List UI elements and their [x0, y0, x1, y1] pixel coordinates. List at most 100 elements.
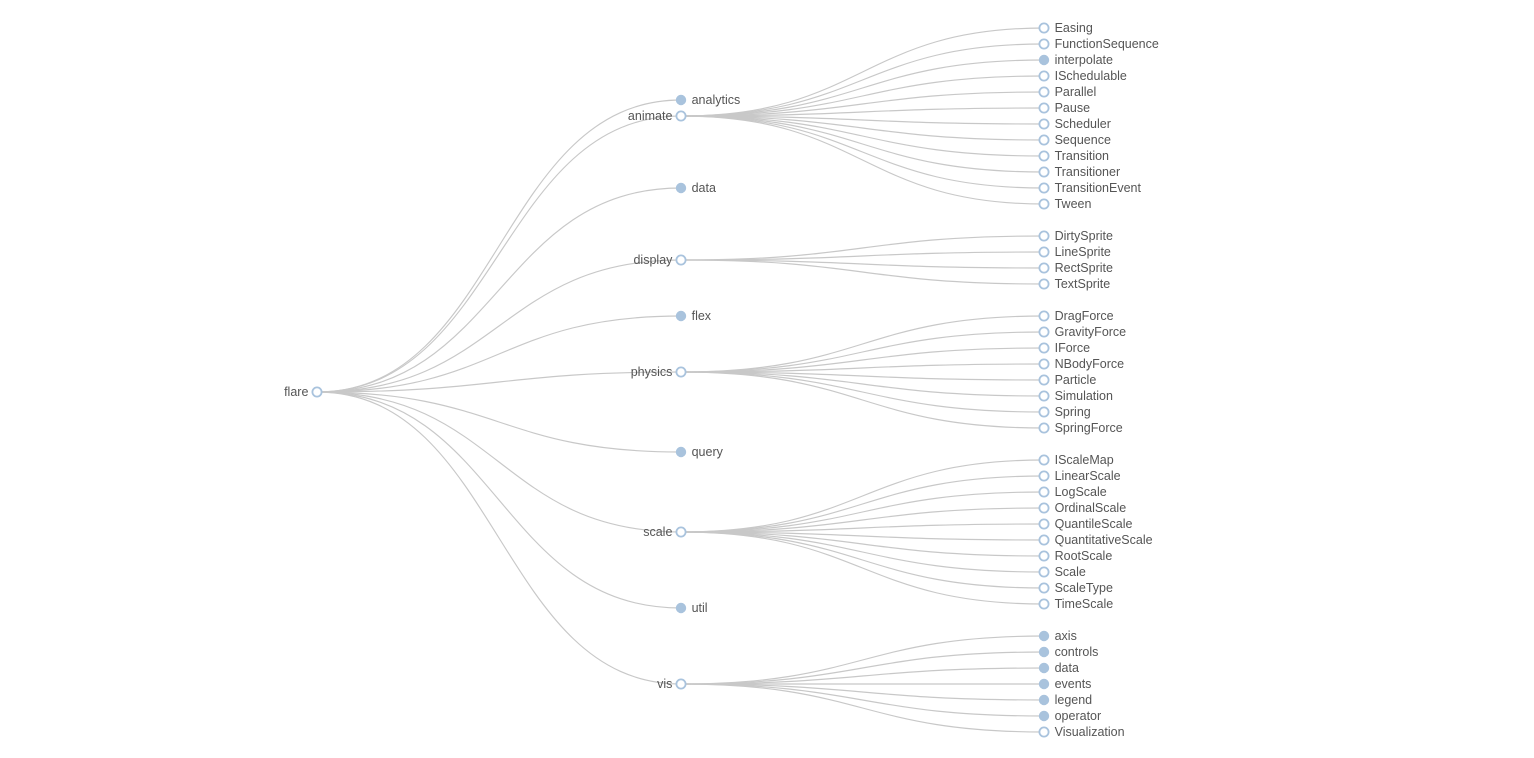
node-expanded-icon[interactable] — [675, 110, 687, 122]
tree-node-parallel[interactable]: Parallel — [1038, 85, 1096, 99]
node-expanded-icon[interactable] — [1038, 390, 1050, 402]
tree-node-display[interactable]: display — [633, 253, 687, 267]
node-expanded-icon[interactable] — [1038, 502, 1050, 514]
tree-node-textsprite[interactable]: TextSprite — [1038, 277, 1110, 291]
node-collapsed-icon[interactable] — [1038, 646, 1050, 658]
node-collapsed-icon[interactable] — [675, 602, 687, 614]
node-expanded-icon[interactable] — [1038, 566, 1050, 578]
node-expanded-icon[interactable] — [1038, 278, 1050, 290]
tree-node-flex[interactable]: flex — [675, 309, 712, 323]
node-expanded-icon[interactable] — [1038, 310, 1050, 322]
node-expanded-icon[interactable] — [1038, 422, 1050, 434]
node-expanded-icon[interactable] — [1038, 70, 1050, 82]
node-expanded-icon[interactable] — [1038, 166, 1050, 178]
node-expanded-icon[interactable] — [1038, 534, 1050, 546]
tree-node-vis-data[interactable]: data — [1038, 661, 1079, 675]
node-expanded-icon[interactable] — [1038, 358, 1050, 370]
tree-node-tween[interactable]: Tween — [1038, 197, 1091, 211]
node-expanded-icon[interactable] — [1038, 262, 1050, 274]
tree-node-iforce[interactable]: IForce — [1038, 341, 1090, 355]
tree-node-quantitativescale[interactable]: QuantitativeScale — [1038, 533, 1153, 547]
node-expanded-icon[interactable] — [1038, 470, 1050, 482]
node-expanded-icon[interactable] — [1038, 198, 1050, 210]
tree-node-interpolate[interactable]: interpolate — [1038, 53, 1113, 67]
tree-node-gravityforce[interactable]: GravityForce — [1038, 325, 1126, 339]
node-expanded-icon[interactable] — [1038, 582, 1050, 594]
tree-node-scale[interactable]: scale — [643, 525, 687, 539]
tree-node-physics[interactable]: physics — [631, 365, 687, 379]
tree-node-linesprite[interactable]: LineSprite — [1038, 245, 1111, 259]
tree-node-animate[interactable]: animate — [628, 109, 687, 123]
node-expanded-icon[interactable] — [1038, 86, 1050, 98]
tree-node-iscalemap[interactable]: IScaleMap — [1038, 453, 1114, 467]
tree-node-dirtysprite[interactable]: DirtySprite — [1038, 229, 1113, 243]
node-collapsed-icon[interactable] — [1038, 54, 1050, 66]
tree-node-ordinalscale[interactable]: OrdinalScale — [1038, 501, 1126, 515]
tree-node-transitioner[interactable]: Transitioner — [1038, 165, 1120, 179]
node-expanded-icon[interactable] — [1038, 22, 1050, 34]
tree-node-particle[interactable]: Particle — [1038, 373, 1096, 387]
tree-node-easing[interactable]: Easing — [1038, 21, 1093, 35]
tree-node-dragforce[interactable]: DragForce — [1038, 309, 1114, 323]
node-expanded-icon[interactable] — [675, 254, 687, 266]
tree-node-flare[interactable]: flare — [284, 385, 323, 399]
tree-node-functionsequence[interactable]: FunctionSequence — [1038, 37, 1159, 51]
tree-node-rectsprite[interactable]: RectSprite — [1038, 261, 1113, 275]
tree-node-ischedulable[interactable]: ISchedulable — [1038, 69, 1127, 83]
node-expanded-icon[interactable] — [1038, 134, 1050, 146]
node-expanded-icon[interactable] — [1038, 454, 1050, 466]
tree-node-springforce[interactable]: SpringForce — [1038, 421, 1123, 435]
tree-node-logscale[interactable]: LogScale — [1038, 485, 1107, 499]
tree-node-visualization[interactable]: Visualization — [1038, 725, 1125, 739]
node-expanded-icon[interactable] — [675, 526, 687, 538]
tree-node-sequence[interactable]: Sequence — [1038, 133, 1111, 147]
tree-node-events[interactable]: events — [1038, 677, 1091, 691]
node-collapsed-icon[interactable] — [675, 310, 687, 322]
tree-node-vis[interactable]: vis — [657, 677, 687, 691]
tree-node-transitionevent[interactable]: TransitionEvent — [1038, 181, 1142, 195]
tree-node-query[interactable]: query — [675, 445, 724, 459]
tree-node-analytics[interactable]: analytics — [675, 93, 740, 107]
tree-node-scheduler[interactable]: Scheduler — [1038, 117, 1111, 131]
node-expanded-icon[interactable] — [1038, 182, 1050, 194]
tree-node-scaletype[interactable]: ScaleType — [1038, 581, 1113, 595]
tree-node-rootscale[interactable]: RootScale — [1038, 549, 1112, 563]
tree-node-spring[interactable]: Spring — [1038, 405, 1091, 419]
node-expanded-icon[interactable] — [1038, 726, 1050, 738]
node-expanded-icon[interactable] — [1038, 342, 1050, 354]
tree-node-pause[interactable]: Pause — [1038, 101, 1090, 115]
node-collapsed-icon[interactable] — [675, 182, 687, 194]
node-collapsed-icon[interactable] — [675, 94, 687, 106]
node-expanded-icon[interactable] — [1038, 230, 1050, 242]
tree-node-transition[interactable]: Transition — [1038, 149, 1109, 163]
node-expanded-icon[interactable] — [1038, 38, 1050, 50]
node-expanded-icon[interactable] — [1038, 150, 1050, 162]
node-collapsed-icon[interactable] — [675, 446, 687, 458]
node-expanded-icon[interactable] — [1038, 374, 1050, 386]
node-expanded-icon[interactable] — [1038, 102, 1050, 114]
tree-node-nbodyforce[interactable]: NBodyForce — [1038, 357, 1124, 371]
tree-node-linearscale[interactable]: LinearScale — [1038, 469, 1121, 483]
tree-node-timescale[interactable]: TimeScale — [1038, 597, 1113, 611]
node-collapsed-icon[interactable] — [1038, 630, 1050, 642]
node-collapsed-icon[interactable] — [1038, 678, 1050, 690]
node-expanded-icon[interactable] — [1038, 406, 1050, 418]
tree-node-controls[interactable]: controls — [1038, 645, 1098, 659]
node-expanded-icon[interactable] — [1038, 246, 1050, 258]
node-expanded-icon[interactable] — [1038, 118, 1050, 130]
node-expanded-icon[interactable] — [1038, 598, 1050, 610]
tree-node-axis[interactable]: axis — [1038, 629, 1077, 643]
node-expanded-icon[interactable] — [675, 678, 687, 690]
node-expanded-icon[interactable] — [1038, 326, 1050, 338]
tree-node-scale[interactable]: Scale — [1038, 565, 1086, 579]
node-collapsed-icon[interactable] — [1038, 710, 1050, 722]
node-expanded-icon[interactable] — [1038, 486, 1050, 498]
tree-node-legend[interactable]: legend — [1038, 693, 1092, 707]
tree-node-operator[interactable]: operator — [1038, 709, 1101, 723]
tree-node-simulation[interactable]: Simulation — [1038, 389, 1113, 403]
tree-node-quantilescale[interactable]: QuantileScale — [1038, 517, 1132, 531]
node-collapsed-icon[interactable] — [1038, 694, 1050, 706]
node-expanded-icon[interactable] — [1038, 550, 1050, 562]
tree-node-data[interactable]: data — [675, 181, 716, 195]
